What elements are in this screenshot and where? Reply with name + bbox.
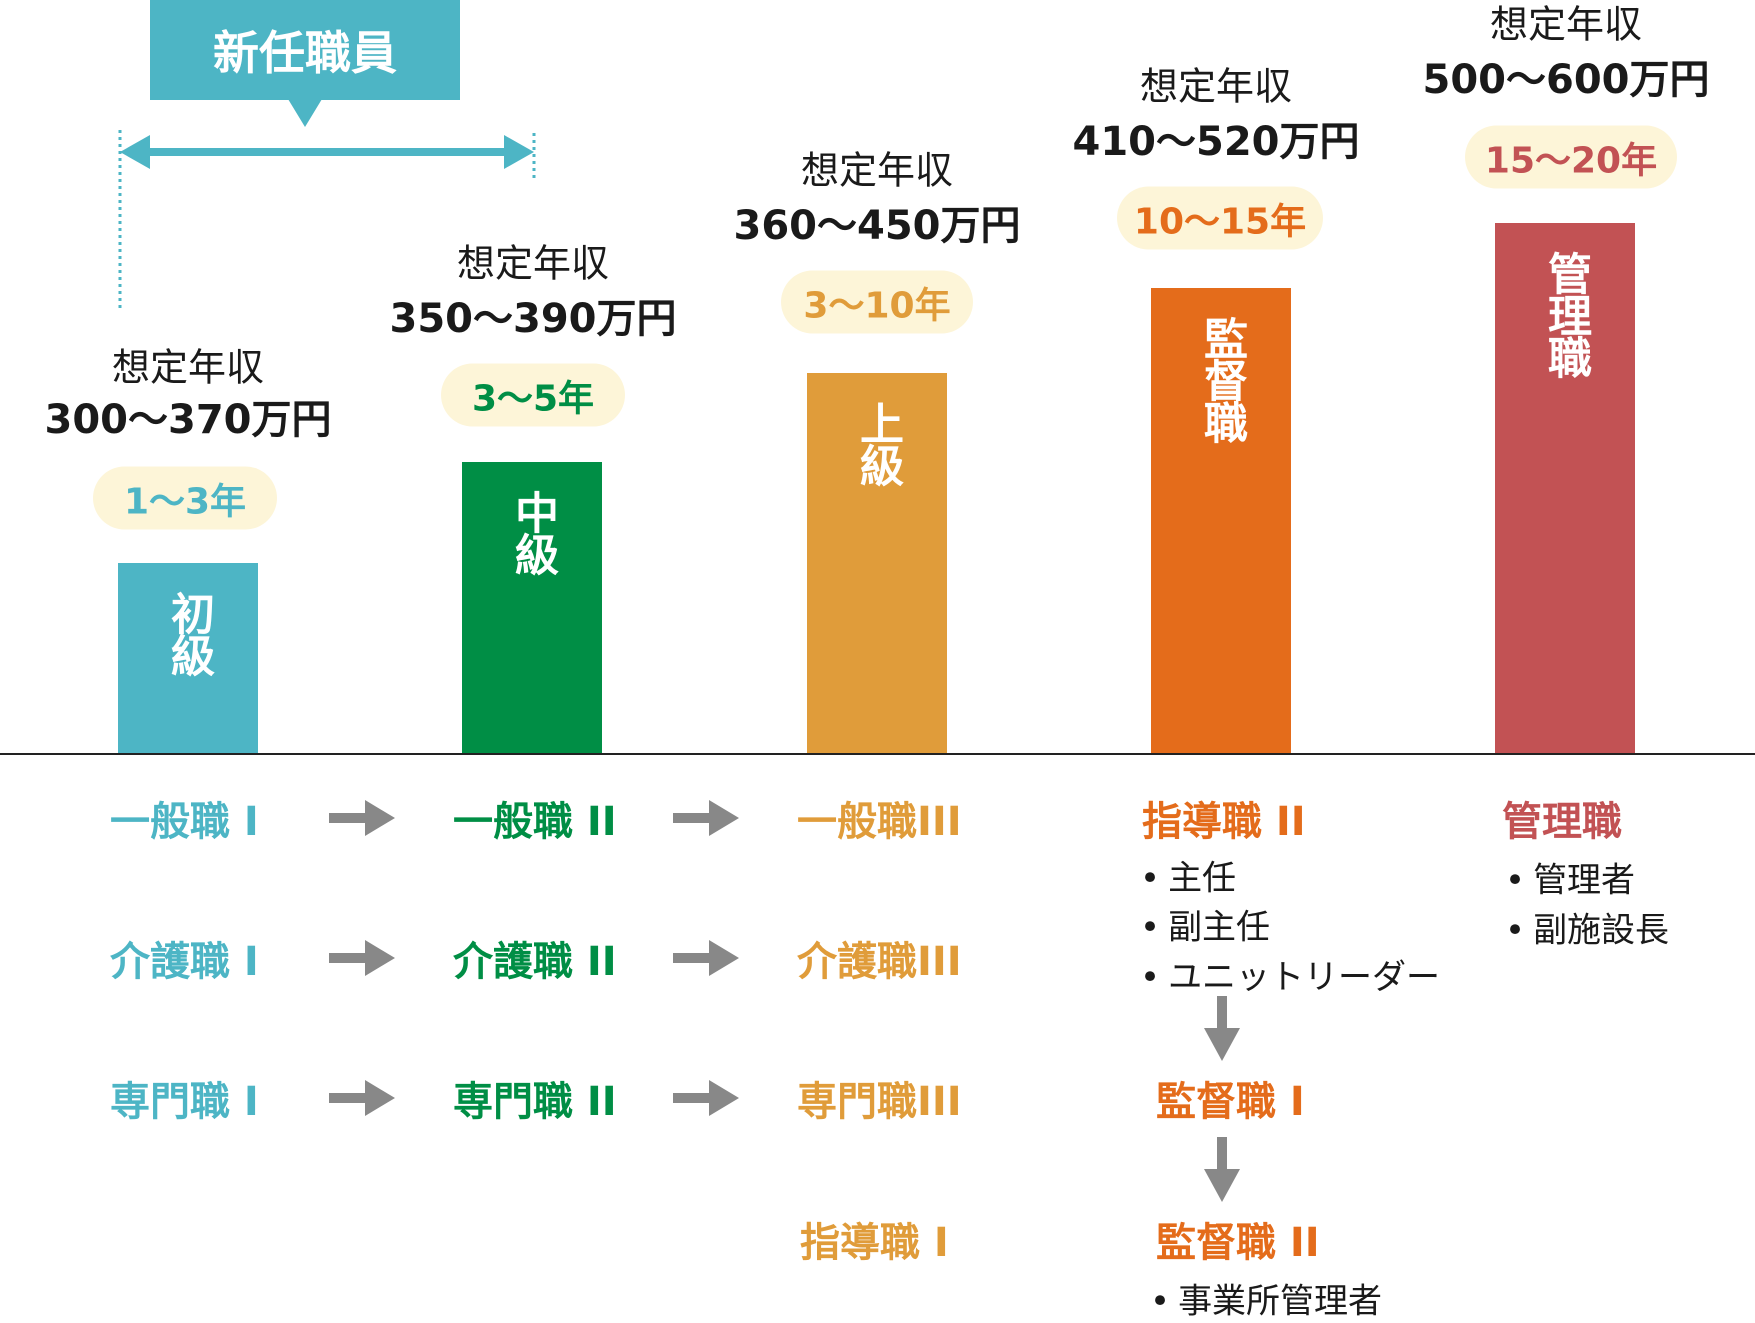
bar-beginner: 初級 xyxy=(118,563,258,754)
bar-supervisor: 監督職 xyxy=(1151,288,1291,754)
salary-label-2: 想定年収 xyxy=(456,241,610,286)
role-leader-1: 指導職 I xyxy=(800,1220,949,1266)
bar-label: 中級 xyxy=(507,490,558,574)
salary-range-5: 500〜600万円 xyxy=(1422,57,1710,103)
right-arrow-icon xyxy=(329,1080,395,1116)
salary-label-5: 想定年収 xyxy=(1489,2,1643,47)
right-arrow-icon xyxy=(329,940,395,976)
role-leader-2: 指導職 II xyxy=(1142,799,1306,845)
bar-advanced: 上級 xyxy=(807,373,947,754)
role-care-3: 介護職III xyxy=(797,939,962,985)
baseline xyxy=(0,753,1755,755)
bar-label: 管理職 xyxy=(1540,251,1591,377)
salary-label-1: 想定年収 xyxy=(111,345,265,390)
salary-range-1: 300〜370万円 xyxy=(44,397,332,443)
role-manager: 管理職 xyxy=(1502,799,1622,845)
banner-pointer xyxy=(288,99,322,127)
salary-range-4: 410〜520万円 xyxy=(1072,119,1360,165)
bullet-item: 主任 xyxy=(1140,851,1236,900)
role-supervisor-2: 監督職 II xyxy=(1156,1220,1320,1266)
bar-label: 監督職 xyxy=(1196,316,1247,442)
new-staff-banner: 新任職員 xyxy=(150,0,460,100)
salary-label-4: 想定年収 xyxy=(1139,64,1293,109)
right-arrow-icon xyxy=(673,1080,739,1116)
role-specialist-3: 専門職III xyxy=(797,1079,962,1125)
bullet-item: ユニットリーダー xyxy=(1140,950,1440,999)
role-care-1: 介護職 I xyxy=(110,939,259,985)
years-badge-4: 10〜15年 xyxy=(1117,186,1323,250)
years-badge-2: 3〜5年 xyxy=(441,363,625,427)
role-specialist-1: 専門職 I xyxy=(110,1079,259,1125)
years-badge-5: 15〜20年 xyxy=(1465,125,1677,189)
bar-label: 上級 xyxy=(852,401,903,485)
role-general-3: 一般職III xyxy=(797,799,962,845)
bullet-item: 副主任 xyxy=(1140,900,1270,949)
years-badge-3: 3〜10年 xyxy=(781,270,973,334)
right-arrow-icon xyxy=(673,940,739,976)
salary-range-2: 350〜390万円 xyxy=(389,296,677,342)
role-general-1: 一般職 I xyxy=(110,799,259,845)
right-arrow-icon xyxy=(673,800,739,836)
bullet-item: 管理者 xyxy=(1505,853,1635,902)
role-general-2: 一般職 II xyxy=(453,799,617,845)
role-specialist-2: 専門職 II xyxy=(453,1079,617,1125)
new-staff-range-arrow xyxy=(118,130,536,310)
bar-intermediate: 中級 xyxy=(462,462,602,754)
down-arrow-icon xyxy=(1204,1137,1240,1202)
bar-label: 初級 xyxy=(163,591,214,675)
down-arrow-icon xyxy=(1204,996,1240,1061)
salary-label-3: 想定年収 xyxy=(800,148,954,193)
bullet-item: 事業所管理者 xyxy=(1150,1274,1382,1323)
role-care-2: 介護職 II xyxy=(453,939,617,985)
years-badge-1: 1〜3年 xyxy=(93,466,277,530)
bullet-item: 副施設長 xyxy=(1505,903,1669,952)
bar-manager: 管理職 xyxy=(1495,223,1635,754)
salary-range-3: 360〜450万円 xyxy=(733,203,1021,249)
right-arrow-icon xyxy=(329,800,395,836)
role-supervisor-1: 監督職 I xyxy=(1156,1079,1305,1125)
